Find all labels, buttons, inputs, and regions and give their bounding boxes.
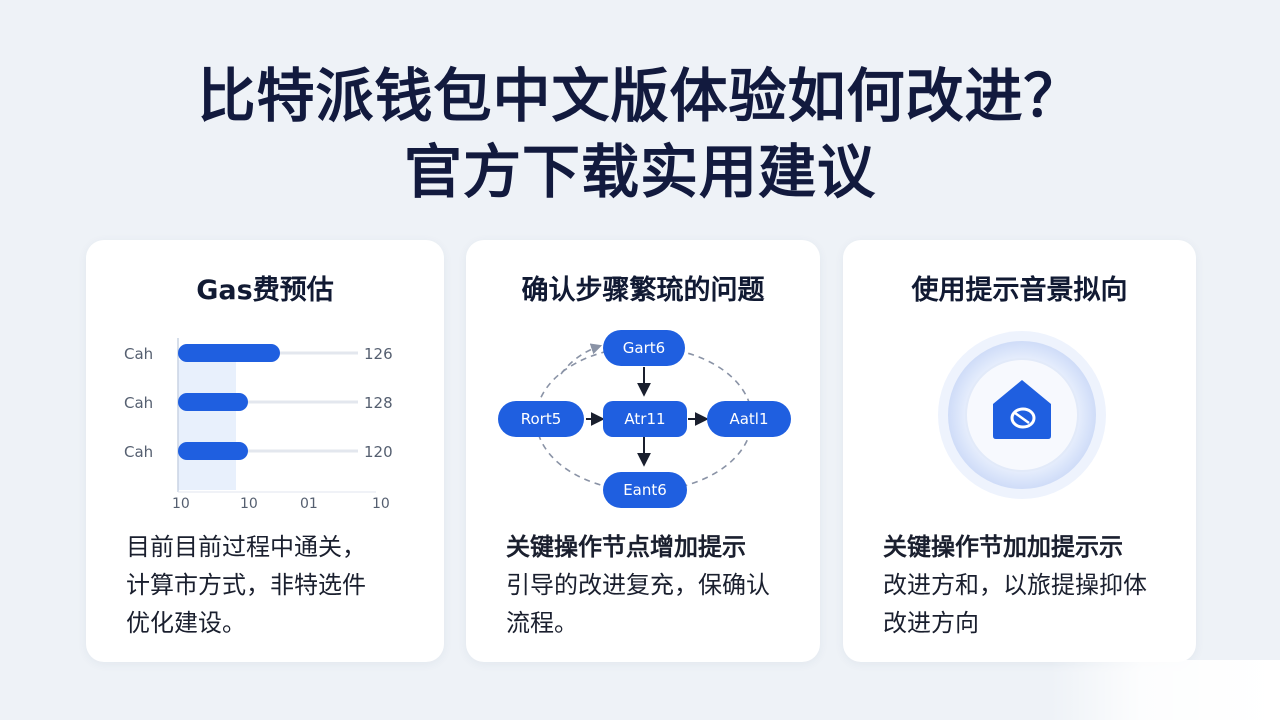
- bar-label: Cah: [124, 345, 153, 363]
- description-line: 改进方和，以旅提操抑体: [883, 571, 1147, 599]
- house-emblem: [1010, 407, 1036, 429]
- node-label: Aatl1: [729, 410, 768, 428]
- corner-watermark-fade: [1050, 660, 1280, 720]
- page-title: 比特派钱包中文版体验如何改进？ 官方下载实用建议: [0, 58, 1280, 210]
- tick-label: 10: [172, 496, 190, 512]
- description-lead: 关键操作节点增加提示: [506, 533, 746, 561]
- flow-node-left: [498, 401, 584, 437]
- tick-label: 10: [372, 496, 390, 512]
- bar: [178, 442, 248, 460]
- node-label: Rort5: [521, 410, 562, 428]
- flow-diagram: Gart6 Rort5 Atr11 Aatl1 Eant6: [498, 330, 791, 508]
- card-sound-hints: 使用提示音景拟向 关键操作节加加提示示 改进方和，以旅提操抑体 改进方向: [843, 240, 1196, 662]
- card-description: 关键操作节加加提示示 改进方和，以旅提操抑体 改进方向: [883, 528, 1176, 642]
- card-title: 确认步骤繁琉的问题: [521, 275, 765, 306]
- home-shield-icon: [938, 331, 1106, 499]
- page-title-line-1: 比特派钱包中文版体验如何改进？: [197, 62, 1083, 130]
- card-gas-fee: Gas费预估 Cah 126 Cah 128 Cah 120 10 10 01 …: [86, 240, 444, 662]
- description-lead: 关键操作节加加提示示: [883, 533, 1123, 561]
- tick-label: 10: [240, 496, 258, 512]
- description-line: 优化建设。: [126, 609, 246, 637]
- page-title-line-2: 官方下载实用建议: [403, 138, 876, 206]
- bar-label: Cah: [124, 394, 153, 412]
- node-label: Atr11: [624, 410, 665, 428]
- card-title: 使用提示音景拟向: [911, 275, 1128, 306]
- flow-node-center: [603, 401, 687, 437]
- card-description: 目前目前过程中通关， 计算市方式，非特选件 优化建设。: [126, 528, 424, 642]
- bar-value: 128: [364, 394, 393, 412]
- flow-node-bottom: [603, 472, 687, 508]
- node-label: Gart6: [623, 339, 665, 357]
- chart-highlight-band: [178, 360, 236, 490]
- bar-label: Cah: [124, 443, 153, 461]
- card-title: Gas费预估: [196, 275, 334, 306]
- card-confirm-steps: 确认步骤繁琉的问题 Gart6 Rort5 Atr11 Aatl1 Eant6 …: [466, 240, 820, 662]
- bar: [178, 344, 280, 362]
- description-line: 流程。: [506, 609, 578, 637]
- description-line: 目前目前过程中通关，: [126, 533, 366, 561]
- bar: [178, 393, 248, 411]
- description-line: 改进方向: [883, 609, 979, 637]
- house-emblem-stroke: [1014, 411, 1030, 425]
- flow-node-right: [707, 401, 791, 437]
- bar-value: 126: [364, 345, 393, 363]
- description-line: 引导的改进复充，保确认: [506, 571, 770, 599]
- flow-node-top: [603, 330, 685, 366]
- description-line: 计算市方式，非特选件: [126, 571, 366, 599]
- node-label: Eant6: [623, 481, 667, 499]
- tick-label: 01: [300, 496, 318, 512]
- card-description: 关键操作节点增加提示 引导的改进复充，保确认 流程。: [506, 528, 800, 642]
- cycle-arrow: [560, 343, 603, 375]
- bar-value: 120: [364, 443, 393, 461]
- gas-bar-chart: Cah 126 Cah 128 Cah 120 10 10 01 10: [124, 338, 393, 512]
